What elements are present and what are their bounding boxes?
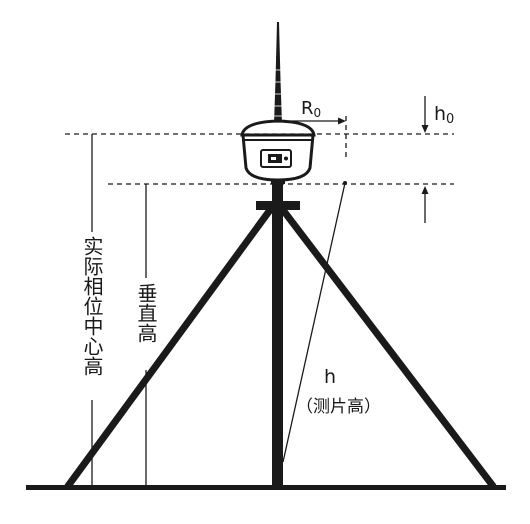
tripod-leg-left <box>64 206 274 490</box>
slant-height-label: h <box>324 366 336 388</box>
h0-label: h0 <box>434 103 454 127</box>
ground-line <box>26 485 506 490</box>
tripod-leg-right <box>279 206 497 490</box>
vertical-height-label: 垂直高 <box>134 283 158 343</box>
center-pole <box>272 180 283 488</box>
r0-label: R0 <box>301 98 321 120</box>
phase-center-height-label: 实际相位中心高 <box>80 236 104 376</box>
slant-height-line <box>282 182 346 463</box>
gnss-receiver <box>240 119 316 182</box>
antenna-whip <box>274 22 282 124</box>
tripod-head-plate <box>256 201 300 210</box>
slant-height-note: （测片高） <box>296 397 381 417</box>
